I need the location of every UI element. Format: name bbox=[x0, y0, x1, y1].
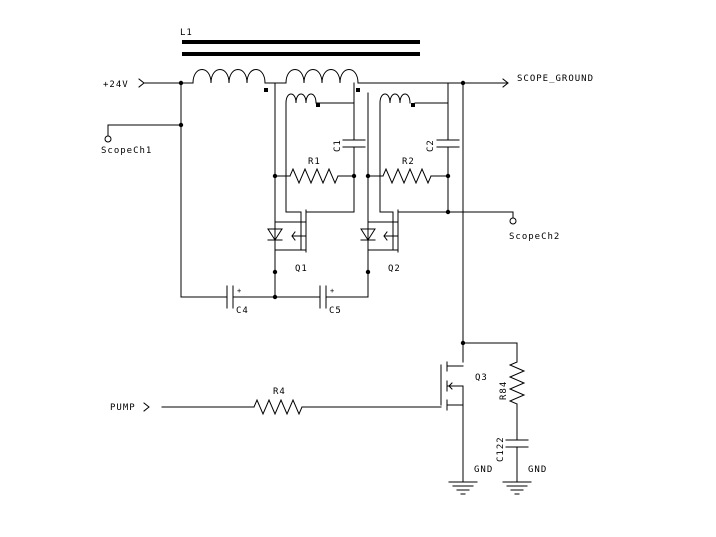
terminal-scope-ch1 bbox=[104, 135, 112, 143]
ground-symbol-left bbox=[448, 481, 478, 495]
junction-dot bbox=[272, 269, 278, 275]
polarity-dot bbox=[411, 103, 415, 107]
resistor-r84 bbox=[508, 361, 526, 405]
mosfet-q1 bbox=[267, 209, 355, 253]
label-r84: R84 bbox=[499, 381, 509, 400]
label-c5: C5 bbox=[329, 306, 342, 316]
ground-symbol-right bbox=[502, 481, 532, 495]
resistor-r4 bbox=[253, 398, 303, 416]
label-gnd-left: GND bbox=[474, 465, 493, 475]
port-scope-ground-arrow bbox=[502, 78, 509, 88]
resistor-r1 bbox=[289, 167, 339, 185]
label-r2: R2 bbox=[402, 157, 415, 167]
label-pump: PUMP bbox=[110, 403, 136, 413]
label-c2: C2 bbox=[426, 139, 436, 152]
label-q1: Q1 bbox=[295, 264, 308, 274]
port-24v-arrow bbox=[138, 78, 145, 88]
label-q2: Q2 bbox=[388, 264, 401, 274]
mosfet-q2 bbox=[360, 209, 449, 253]
inductor-l1-core bbox=[182, 40, 420, 56]
label-24v: +24V bbox=[103, 80, 129, 90]
label-gnd-right: GND bbox=[528, 465, 547, 475]
label-c5-plus: + bbox=[330, 287, 334, 295]
label-r1: R1 bbox=[308, 157, 321, 167]
junction-dot bbox=[365, 269, 371, 275]
label-scope-ch2: ScopeCh2 bbox=[509, 232, 560, 242]
inductor-l1-winding-second bbox=[285, 69, 359, 84]
inductor-l1-winding-main bbox=[192, 69, 266, 84]
label-c122: C122 bbox=[496, 436, 506, 462]
inductor-l1-winding-gate2 bbox=[379, 93, 411, 104]
label-scope-ground: SCOPE_GROUND bbox=[517, 74, 594, 84]
label-l1: L1 bbox=[180, 28, 193, 38]
resistor-r2 bbox=[382, 167, 432, 185]
terminal-scope-ch2 bbox=[509, 217, 517, 225]
mosfet-q3 bbox=[440, 342, 464, 483]
label-c4-plus: + bbox=[237, 287, 241, 295]
label-scope-ch1: ScopeCh1 bbox=[101, 146, 152, 156]
label-c4: C4 bbox=[236, 306, 249, 316]
polarity-dot bbox=[316, 103, 320, 107]
label-c1: C1 bbox=[333, 139, 343, 152]
port-pump-arrow bbox=[143, 402, 150, 412]
label-q3: Q3 bbox=[475, 373, 488, 383]
label-r4: R4 bbox=[273, 387, 286, 397]
polarity-dot bbox=[264, 88, 268, 92]
inductor-l1-winding-gate1 bbox=[285, 93, 317, 104]
polarity-dot bbox=[356, 88, 360, 92]
